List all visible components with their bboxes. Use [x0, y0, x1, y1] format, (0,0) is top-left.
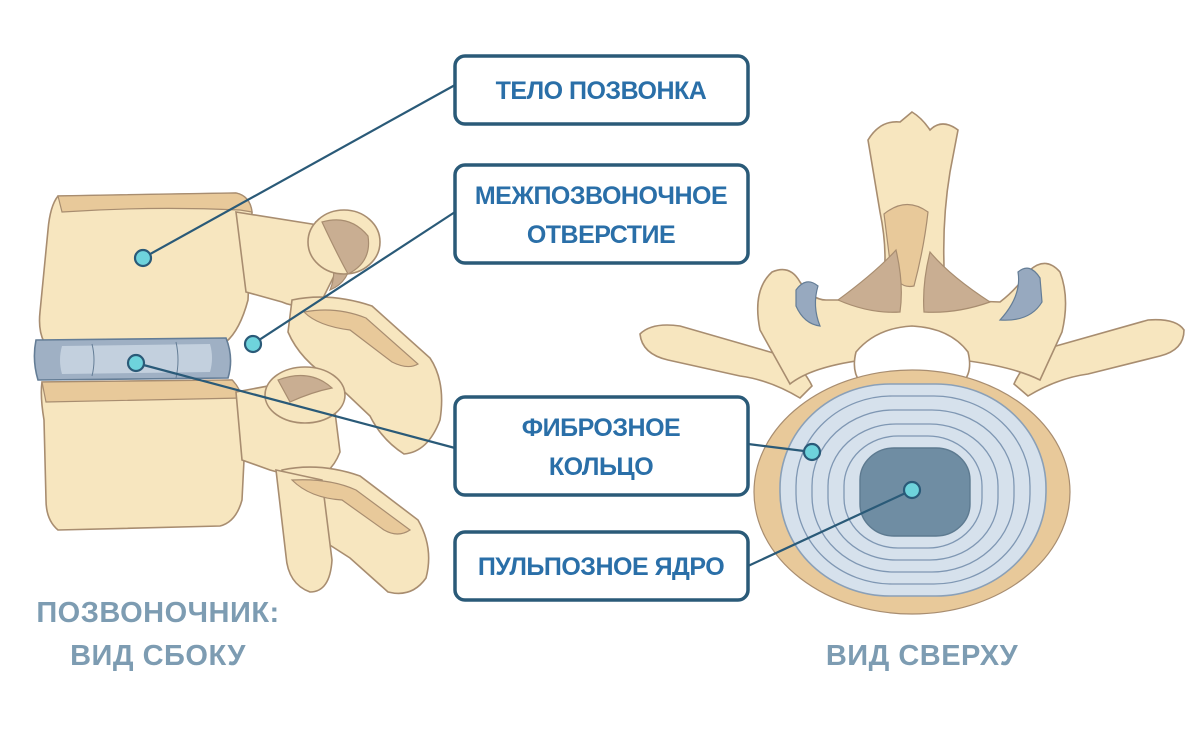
- lower-process-shade: [290, 479, 412, 535]
- leader-nucleus: [747, 489, 913, 567]
- callout-vertebral-body-text: ТЕЛО ПОЗВОНКА: [496, 77, 707, 105]
- callout-annulus-fibrosus: ФИБРОЗНОЕ КОЛЬЦО: [453, 395, 750, 497]
- lamina-shade: [836, 248, 902, 313]
- callout-foramen-text-line2: ОТВЕРСТИЕ: [527, 221, 675, 249]
- marker-annulus-top: [802, 442, 822, 462]
- leader-vertebral-body: [142, 84, 456, 259]
- marker-vertebral-body: [133, 248, 153, 268]
- lamina-shade-right: [923, 250, 992, 313]
- caption-top-view: ВИД СВЕРХУ: [826, 640, 1019, 672]
- callout-annulus-text-line2: КОЛЬЦО: [549, 453, 653, 481]
- callout-vertebral-body-box: [453, 54, 750, 126]
- side-view-illustration: [33, 192, 443, 595]
- marker-nucleus: [902, 480, 922, 500]
- marker-dots: [126, 248, 922, 500]
- leader-lines: [135, 84, 913, 567]
- callout-nucleus-text: ПУЛЬПОЗНОЕ ЯДРО: [478, 553, 724, 581]
- lower-vertebral-body: [40, 379, 247, 531]
- leader-foramen: [252, 211, 456, 345]
- callout-nucleus-box: [453, 530, 750, 602]
- caption-side-view-line2: ВИД СБОКУ: [70, 640, 246, 672]
- disc-stripe-1: [91, 343, 95, 377]
- right-transverse-process: [1013, 318, 1185, 397]
- marker-foramen: [243, 334, 263, 354]
- lower-inferior-process: [275, 468, 333, 593]
- annulus-ring-2: [811, 409, 1015, 573]
- leader-annulus: [135, 361, 456, 450]
- left-transverse-process: [639, 324, 813, 400]
- caption-side-view-line1: ПОЗВОНОЧНИК:: [36, 597, 279, 629]
- annulus-ring-4: [843, 435, 983, 549]
- callout-vertebral-body: ТЕЛО ПОЗВОНКА: [453, 54, 750, 126]
- callout-nucleus-pulposus: ПУЛЬПОЗНОЕ ЯДРО: [453, 530, 750, 602]
- disc-stripe-2: [175, 341, 179, 379]
- annulus-ring-3: [827, 423, 999, 561]
- lower-articular-facet: [277, 374, 334, 403]
- callout-annulus-box: [453, 395, 750, 497]
- right-superior-facet: [998, 267, 1043, 321]
- marker-annulus-side: [126, 353, 146, 373]
- left-superior-facet: [795, 281, 821, 327]
- upper-articular-cap-facet: [321, 219, 370, 275]
- callout-intervertebral-foramen: МЕЖПОЗВОНОЧНОЕ ОТВЕРСТИЕ: [453, 163, 750, 265]
- callout-foramen-text-line1: МЕЖПОЗВОНОЧНОЕ: [475, 182, 727, 210]
- callout-annulus-text-line1: ФИБРОЗНОЕ: [522, 414, 680, 442]
- annulus-ring-1: [795, 395, 1031, 585]
- upper-process-shade: [302, 309, 420, 368]
- leader-annulus-top: [747, 442, 813, 454]
- upper-body-shade: [57, 192, 253, 213]
- callout-foramen-box: [453, 163, 750, 265]
